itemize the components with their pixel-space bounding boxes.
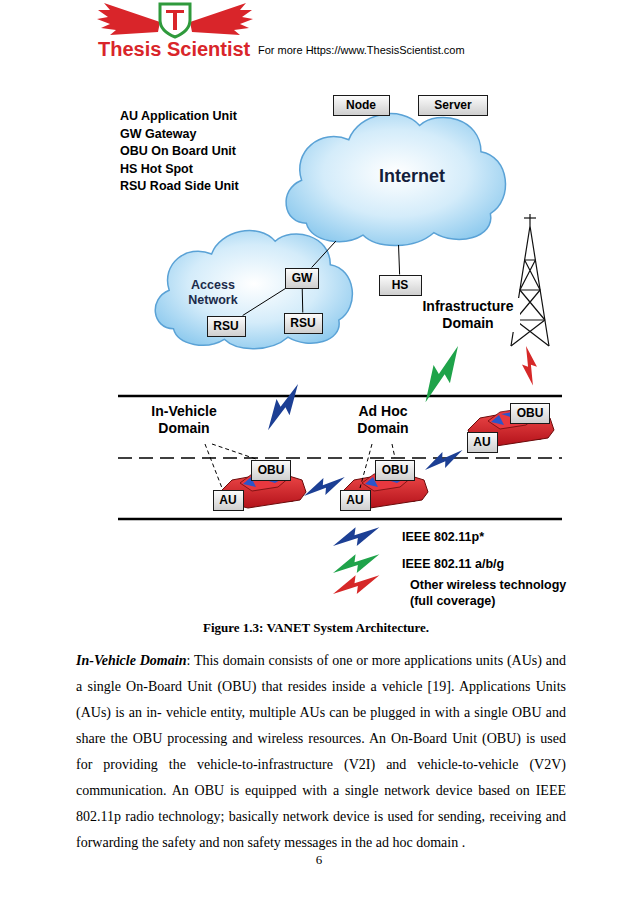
- box-label: RSU: [290, 316, 315, 330]
- server-box: Server: [418, 95, 488, 116]
- box-label: AU: [346, 493, 363, 507]
- abbreviation-entry: OBU On Board Unit: [120, 144, 236, 159]
- box-label: Node: [346, 98, 376, 112]
- wireless-bolt-sample: [330, 546, 383, 581]
- abbreviation-entry-holder: AU Application Unit: [120, 109, 237, 124]
- box-label: HS: [392, 278, 409, 292]
- tower-antenna: [529, 214, 530, 226]
- logo-wordmark: Thesis Scientist: [98, 37, 250, 61]
- lane-divider: [118, 457, 562, 459]
- rsu-box: RSU: [207, 316, 246, 337]
- leader-line: [392, 444, 395, 458]
- box-label: OBU: [382, 463, 409, 477]
- obu-box: OBU: [510, 403, 550, 424]
- node-box: Node: [333, 95, 390, 116]
- abbreviation-entry-holder: RSU Road Side Unit: [120, 179, 239, 194]
- cloud-outline: [148, 222, 360, 350]
- internet-cloud: Internet: [278, 104, 514, 247]
- page-number: 6: [304, 852, 334, 868]
- abbreviation-entry: AU Application Unit: [120, 109, 237, 124]
- abbreviation-entry: GW Gateway: [120, 127, 196, 142]
- box-label: AU: [219, 493, 236, 507]
- logo-emblem: [97, 3, 253, 37]
- abbreviation-entry-holder: OBU On Board Unit: [120, 144, 236, 159]
- logo-wordmark-holder: Thesis Scientist: [98, 37, 250, 61]
- leader-line: [205, 444, 222, 488]
- legend-item: Other wireless technology (full coverage…: [330, 575, 500, 607]
- logo-wing: [190, 3, 253, 35]
- domain-label: Infrastructure Domain: [416, 298, 520, 332]
- road-edge: [118, 395, 562, 398]
- legend-sample: [330, 575, 386, 599]
- au-box: AU: [467, 432, 498, 453]
- page-number-holder: 6: [304, 852, 334, 868]
- road-edge: [118, 518, 562, 521]
- obu-box: OBU: [375, 460, 415, 481]
- domain-label-holder: Infrastructure Domain: [416, 298, 520, 332]
- cloud-outline: [155, 231, 352, 349]
- wireless-bolt: [421, 443, 466, 476]
- hotspot-box: HS: [379, 275, 422, 296]
- legend-sample: [330, 527, 386, 551]
- obu-box: OBU: [251, 460, 291, 481]
- box-label: AU: [473, 435, 490, 449]
- body-paragraph: In-Vehicle Domain: This domain consists …: [76, 648, 566, 856]
- term: In-Vehicle Domain: [76, 653, 186, 668]
- box-label: RSU: [213, 319, 238, 333]
- au-box: AU: [340, 490, 371, 511]
- wireless-bolt-sample: [330, 567, 383, 602]
- domain-label: In-Vehicle Domain: [144, 403, 224, 437]
- box-label: GW: [292, 271, 313, 285]
- body-text: : This domain consists of one or more ap…: [76, 653, 566, 850]
- tower-antenna: [524, 217, 536, 218]
- leader-line: [360, 444, 372, 488]
- cloud-label: Access Network: [182, 278, 244, 308]
- legend-label: Other wireless technology (full coverage…: [410, 577, 580, 609]
- abbreviation-entry-holder: GW Gateway: [120, 127, 196, 142]
- box-label: OBU: [258, 463, 285, 477]
- legend-item: IEEE 802.11p*: [330, 527, 500, 543]
- legend-label: IEEE 802.11 a/b/g: [402, 556, 572, 572]
- wireless-bolt-sample: [330, 519, 383, 554]
- wireless-bolt: [519, 345, 540, 387]
- header-link: For more Https://www.ThesisScientist.com: [258, 44, 465, 57]
- gateway-box: GW: [285, 268, 319, 289]
- au-box: AU: [213, 490, 244, 511]
- header-link-holder: For more Https://www.ThesisScientist.com: [258, 44, 465, 57]
- leader-line: [212, 444, 256, 459]
- logo-shield: [160, 4, 190, 37]
- abbreviation-entry: RSU Road Side Unit: [120, 179, 239, 194]
- abbreviation-entry-holder: HS Hot Spot: [120, 162, 193, 177]
- abbreviation-entry: HS Hot Spot: [120, 162, 193, 177]
- cloud-label: Internet: [379, 165, 445, 187]
- caption-holder: Figure 1.3: VANET System Architecture.: [203, 620, 429, 636]
- cloud-outline: [286, 114, 505, 246]
- domain-label-holder: Ad Hoc Domain: [351, 403, 415, 437]
- leader-lines: [205, 444, 395, 488]
- rsu-box: RSU: [284, 313, 323, 334]
- domain-label-holder: In-Vehicle Domain: [144, 403, 224, 437]
- legend-label: IEEE 802.11p*: [402, 529, 572, 545]
- road: [118, 396, 562, 519]
- link-line: [399, 245, 400, 274]
- domain-label: Ad Hoc Domain: [351, 403, 415, 437]
- access-network-cloud: Access Network GW RSU RSU: [148, 222, 360, 350]
- figure-caption: Figure 1.3: VANET System Architecture.: [203, 620, 429, 636]
- box-label: Server: [434, 98, 471, 112]
- logo-mark: [166, 10, 184, 30]
- wireless-bolt: [415, 340, 468, 408]
- logo-wing: [97, 3, 160, 35]
- box-label: OBU: [517, 406, 544, 420]
- wireless-bolt: [260, 379, 307, 436]
- legend-sample: [330, 554, 386, 578]
- legend-item: IEEE 802.11 a/b/g: [330, 554, 500, 570]
